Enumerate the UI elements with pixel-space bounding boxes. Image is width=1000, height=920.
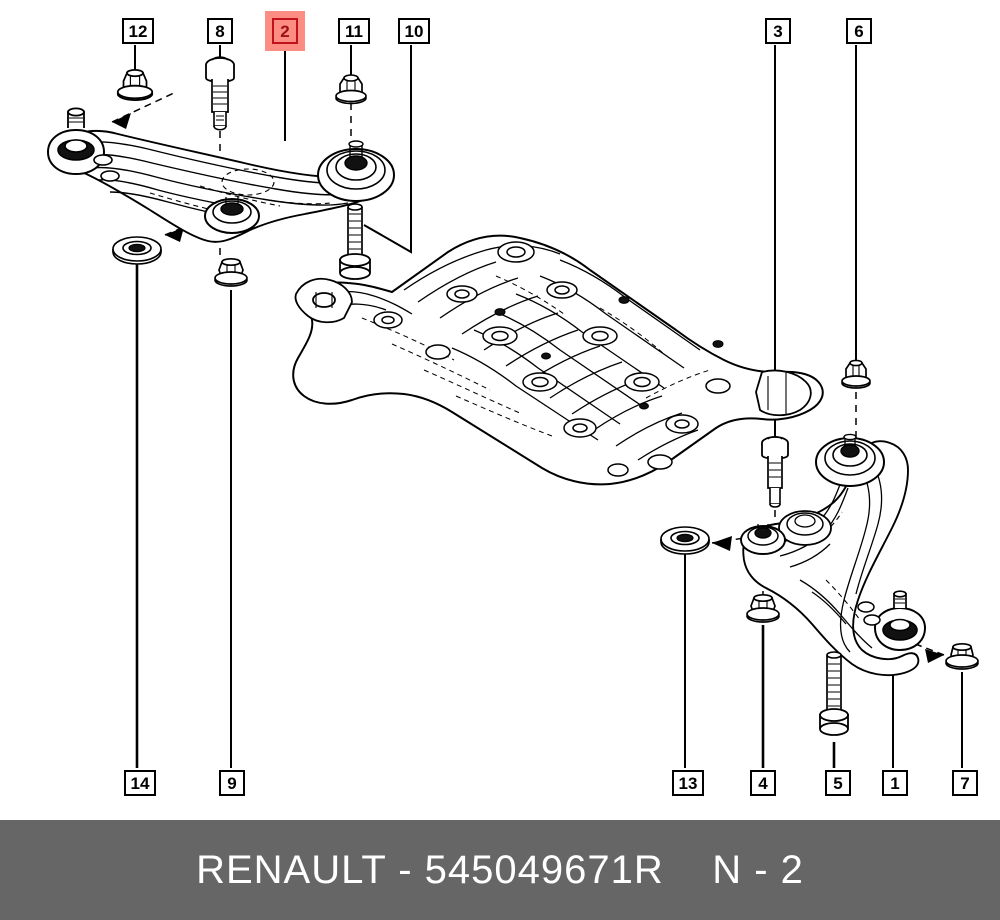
- callout-4[interactable]: 4: [750, 770, 776, 796]
- callout-7[interactable]: 7: [952, 770, 978, 796]
- callout-5[interactable]: 5: [825, 770, 851, 796]
- callout-6[interactable]: 6: [846, 18, 872, 44]
- footer-part-number-text: RENAULT - 545049671R N - 2: [196, 847, 804, 892]
- footer-bar: RENAULT - 545049671R N - 2: [0, 820, 1000, 920]
- callout-14[interactable]: 14: [124, 770, 156, 796]
- callout-10[interactable]: 10: [398, 18, 430, 44]
- callout-11[interactable]: 11: [338, 18, 370, 44]
- callout-8[interactable]: 8: [207, 18, 233, 44]
- callout-3[interactable]: 3: [765, 18, 791, 44]
- callout-9[interactable]: 9: [219, 770, 245, 796]
- callout-12[interactable]: 12: [122, 18, 154, 44]
- callout-2[interactable]: 2: [272, 18, 298, 44]
- callout-13[interactable]: 13: [672, 770, 704, 796]
- callout-1[interactable]: 1: [882, 770, 908, 796]
